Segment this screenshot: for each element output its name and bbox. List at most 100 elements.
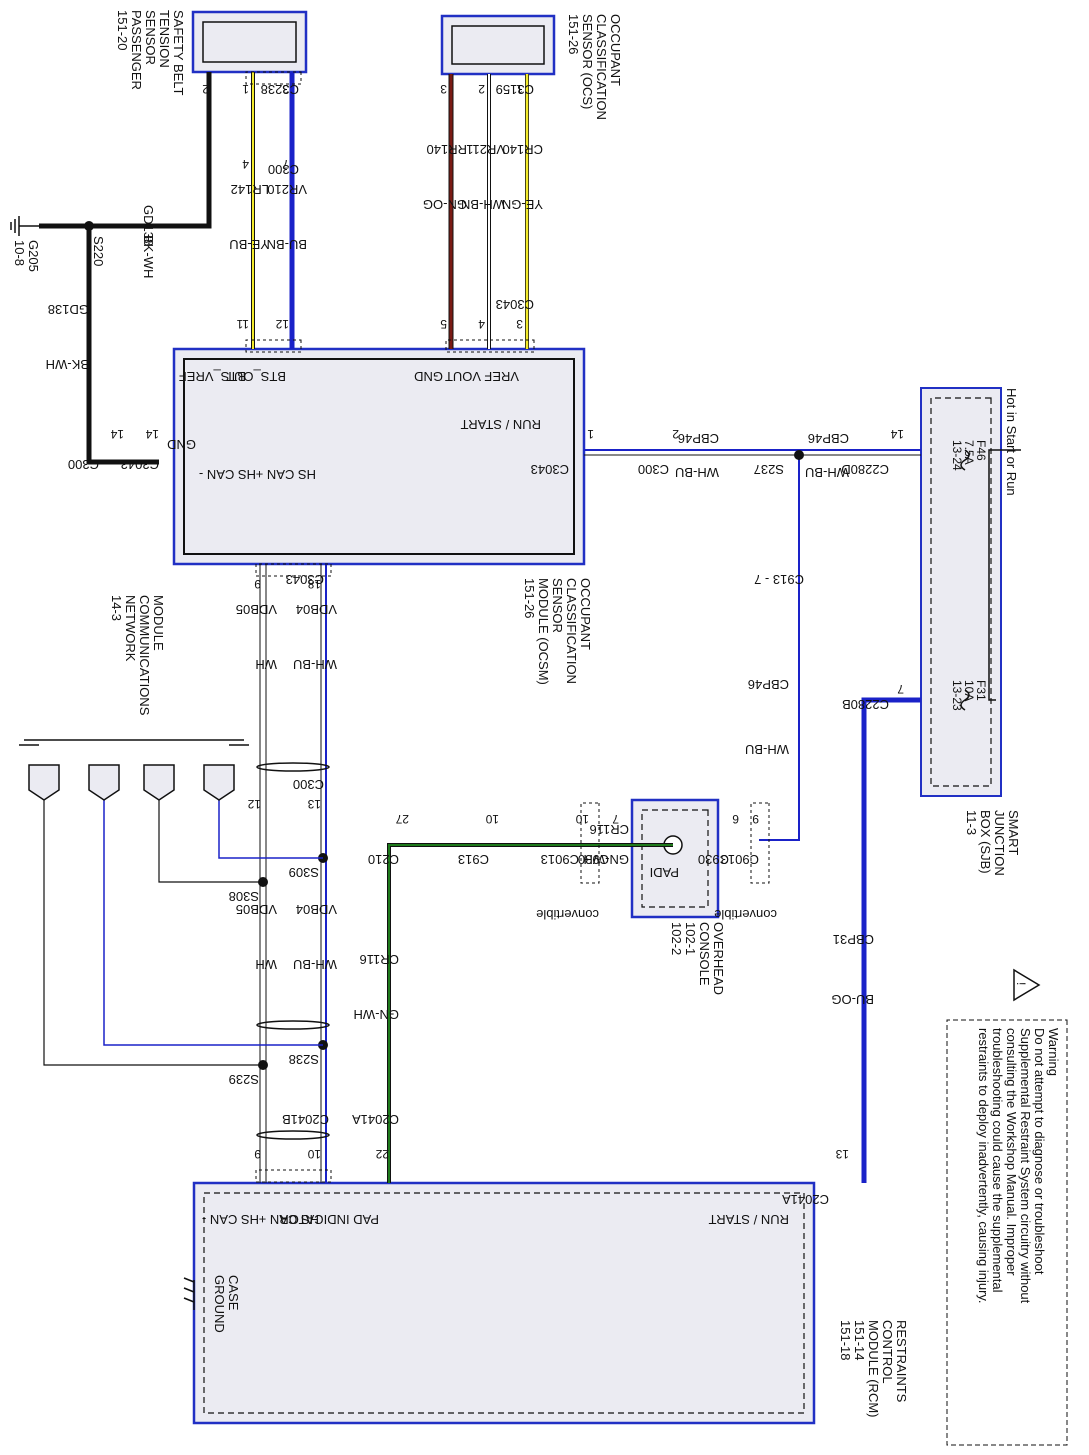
svg-text:4: 4 (242, 157, 249, 171)
svg-text:7: 7 (282, 157, 289, 171)
svg-text:C3043: C3043 (531, 462, 569, 477)
svg-text:C2280D: C2280D (841, 462, 889, 477)
svg-text:C930: C930 (578, 852, 609, 867)
pin-numbers: 2 1 3 4 7 11 12 3 2 1 5 4 3 14 14 1 2 14… (110, 82, 904, 1161)
wire-cr140: CR140 YE-GN (502, 74, 543, 349)
gd138-color-label-2: BK-WH (46, 357, 89, 372)
rcm-pin-hscan-minus: HS CAN - (202, 1212, 259, 1227)
svg-text:C9013: C9013 (541, 852, 579, 867)
gd138-color-label: BK-WH (141, 235, 156, 278)
svg-text:C3238: C3238 (261, 82, 299, 97)
svg-text:YE-GN: YE-GN (502, 197, 543, 212)
ground-label: G205 10-8 (12, 240, 41, 275)
svg-text:WH-BN: WH-BN (461, 197, 505, 212)
svg-text:CR116: CR116 (359, 952, 399, 967)
overhead-console-module: PADI OVERHEAD CONSOLE 102-1 102-2 (630, 798, 726, 999)
svg-text:C930: C930 (698, 852, 729, 867)
wire-cbp31: CBP31 BU-OG (831, 697, 921, 1183)
ocs-sensor-module: OCCUPANT CLASSIFICATION SENSOR (OCS) 151… (440, 14, 623, 124)
rcm-pin-run-start: RUN / START (709, 1212, 789, 1227)
svg-text:27: 27 (395, 812, 409, 826)
svg-text:F46 7.5A 13-24: F46 7.5A 13-24 (950, 440, 988, 471)
ocsm-pin-gnd-left: GND (167, 437, 196, 452)
svg-text:C913 - 7: C913 - 7 (754, 572, 804, 587)
warning-box: Warning Do not attempt to diagnose or tr… (946, 968, 1068, 1446)
rcm-case-ground: CASE GROUND (212, 1275, 241, 1333)
svg-text:2: 2 (478, 82, 485, 96)
svg-text:C300: C300 (268, 162, 299, 177)
svg-text:12: 12 (275, 317, 289, 331)
wire-rr140: RR140 GN-OG (423, 74, 467, 349)
svg-text:LR142: LR142 (231, 182, 269, 197)
ocsm-module: VREF VOUT GND BTS_OUT BTS_VREF RUN / STA… (167, 347, 593, 689)
wire-lr142: LR142 YE-BU (229, 72, 269, 349)
svg-text:3: 3 (440, 82, 447, 96)
svg-text:C210: C210 (368, 852, 399, 867)
wire-cbp46: CBP46 WH-BU CBP46 WH-BU CBP46 WH-BU S237 (584, 431, 921, 841)
svg-text:CBP31: CBP31 (833, 932, 874, 947)
svg-text:CR116: CR116 (589, 822, 629, 837)
svg-text:7: 7 (612, 812, 619, 826)
ocsm-label: OCCUPANT CLASSIFICATION SENSOR MODULE (O… (522, 578, 593, 689)
svg-text:6: 6 (732, 812, 739, 826)
svg-text:9: 9 (254, 577, 261, 591)
ocsm-pin-gnd: GND (414, 369, 443, 384)
svg-text:WH-BU: WH-BU (745, 742, 789, 757)
svg-text:RR140: RR140 (427, 142, 467, 157)
svg-text:2: 2 (672, 427, 679, 441)
svg-text:1: 1 (587, 427, 594, 441)
gd138-circuit-label: GD138 (141, 205, 156, 246)
ocsm-pin-bts-vref: BTS_VREF (179, 369, 246, 384)
splice-s220-label: S220 (91, 236, 106, 266)
svg-text:WH-BU: WH-BU (805, 465, 849, 480)
svg-text:10: 10 (485, 812, 499, 826)
svg-text:9: 9 (752, 812, 759, 826)
svg-text:13: 13 (835, 1147, 849, 1161)
svg-text:10: 10 (575, 812, 589, 826)
ground-g205-icon (10, 216, 39, 236)
svg-text:VDB04: VDB04 (296, 602, 337, 617)
fuse-f46: F46 7.5A 13-24 (950, 440, 988, 471)
svg-text:C2280B: C2280B (842, 697, 889, 712)
twist-markers (256, 762, 330, 1140)
svg-text:18: 18 (307, 577, 321, 591)
svg-text:C2041A: C2041A (352, 1112, 399, 1127)
svg-text:VDB05: VDB05 (236, 902, 277, 917)
ocsm-pin-bts-out: BTS_OUT (226, 369, 286, 384)
wire-cr116: CR116 GN-WH CR116 GN-WH (354, 822, 673, 1183)
network-branches: S309 S308 S238 S239 (43, 790, 328, 1087)
svg-text:C300: C300 (293, 777, 324, 792)
svg-text:YE-BU: YE-BU (229, 237, 269, 252)
ocsm-pin-hscan-minus: HS CAN - (199, 467, 256, 482)
gd138-circuit-label-2: GD138 (48, 302, 89, 317)
svg-text:CBP46: CBP46 (678, 431, 719, 446)
ocsm-pin-vout: VOUT (445, 369, 481, 384)
svg-text:BU-OG: BU-OG (831, 992, 874, 1007)
splice-s237-dot (794, 450, 804, 460)
ocsm-pin-vref: VREF (484, 369, 519, 384)
svg-text:WH-BU: WH-BU (293, 657, 337, 672)
network-connector-icons (19, 739, 249, 801)
rcm-pin-hscan-plus: HS CAN + (259, 1212, 319, 1227)
svg-text:4: 4 (478, 317, 485, 331)
padi-label: PADI (650, 865, 679, 880)
ocs-label: OCCUPANT CLASSIFICATION SENSOR (OCS) 151… (566, 14, 623, 124)
warning-triangle-icon: ! (1013, 968, 1041, 1002)
svg-text:C3159: C3159 (496, 82, 534, 97)
svg-text:13: 13 (307, 797, 321, 811)
svg-text:14: 14 (145, 427, 159, 441)
overhead-label: OVERHEAD CONSOLE 102-1 102-2 (669, 922, 726, 999)
svg-text:VDB04: VDB04 (296, 902, 337, 917)
svg-text:2: 2 (202, 82, 209, 96)
connector-boxes (245, 71, 770, 1183)
svg-text:Warning Do not attempt t: Warning Do not attempt to diagnose or tr… (976, 1028, 1061, 1307)
connector-labels: C3238 C300 C3159 C3043 C3043 C300 C3043 … (68, 82, 889, 1207)
warning-title: Warning (1046, 1028, 1061, 1076)
sjb-module: Hot in Start or Run SMART JUNCTION BOX (… (920, 387, 1021, 876)
fuse-f31: F31 10A 13-23 (950, 680, 988, 711)
svg-text:WH-BU: WH-BU (293, 957, 337, 972)
svg-text:GN-WH: GN-WH (584, 852, 630, 867)
svg-text:22: 22 (375, 1147, 389, 1161)
svg-text:CR140: CR140 (503, 142, 543, 157)
svg-text:3: 3 (282, 82, 289, 96)
